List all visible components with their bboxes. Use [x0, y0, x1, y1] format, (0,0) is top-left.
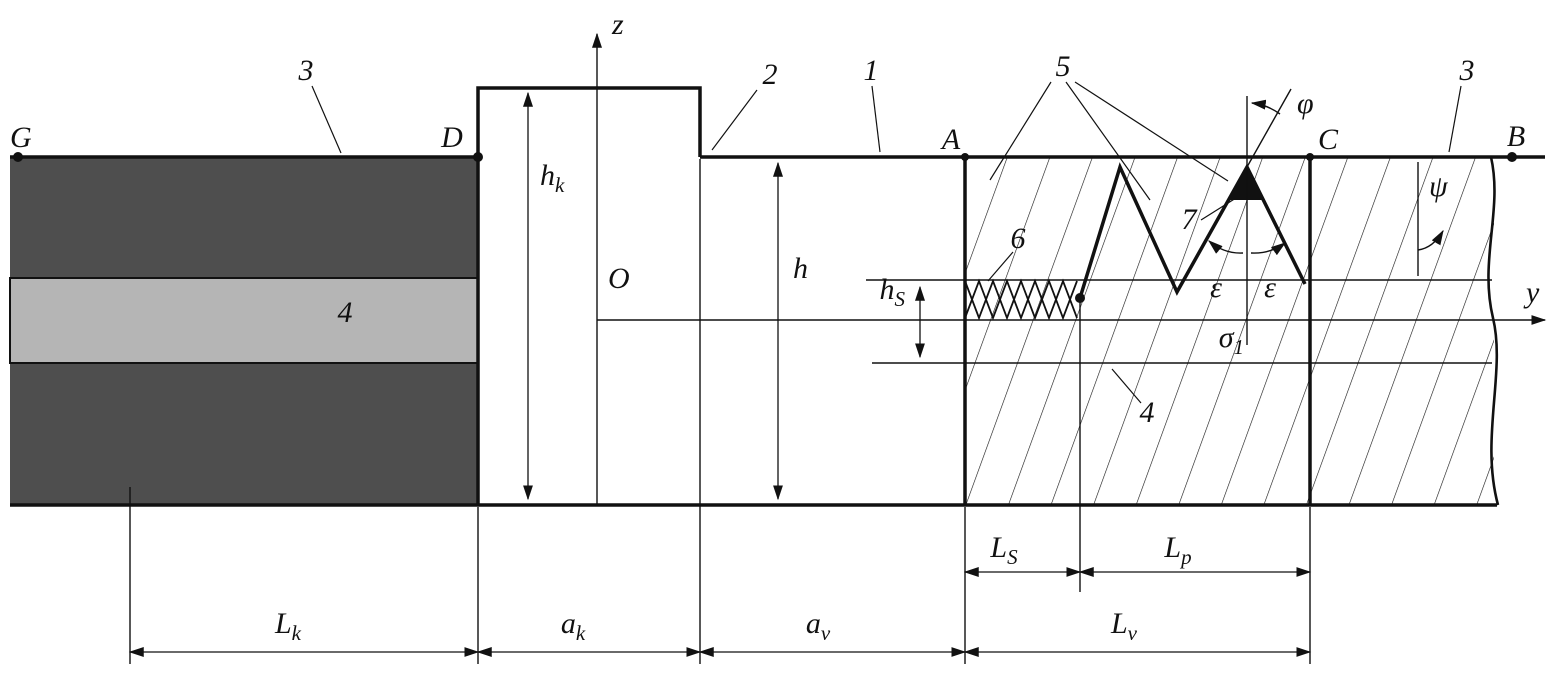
- point-B-dot: [1507, 152, 1517, 162]
- psi-angle-arc: [1417, 229, 1444, 251]
- origin-label: O: [608, 262, 630, 295]
- callout-3-right: 3: [1459, 54, 1475, 87]
- sigma1-label: σ1: [1219, 321, 1244, 359]
- dim-label-ak: ak: [561, 607, 586, 645]
- leader-5c: [1074, 81, 1229, 182]
- leader-1: [871, 85, 881, 153]
- epsilon-right-arrow: [1250, 242, 1287, 256]
- point-G-label: G: [10, 121, 32, 154]
- point-C-dot: [1306, 153, 1314, 161]
- leader-3-right: [1448, 85, 1462, 153]
- axes: z y O: [592, 8, 1547, 505]
- callout-6: 6: [1011, 222, 1026, 255]
- leader-3-left: [311, 85, 342, 154]
- slope-extension-line: [1246, 88, 1292, 168]
- dim-label-h: h: [793, 252, 808, 285]
- callout-4-right: 4: [1140, 396, 1155, 429]
- dim-label-hk: hk: [540, 159, 565, 197]
- hatched-region: [965, 157, 1494, 505]
- point-A-dot: [961, 153, 969, 161]
- phi-label: φ: [1297, 87, 1314, 120]
- dim-label-hs: hS: [880, 273, 906, 311]
- leader-6: [987, 251, 1014, 282]
- point-C-label: C: [1318, 123, 1339, 156]
- callout-5: 5: [1056, 50, 1071, 83]
- leader-7: [1200, 197, 1237, 221]
- dimensions: hk h hS LS Lp Lk ak av Lv: [128, 91, 1312, 664]
- point-D-label: D: [440, 121, 463, 154]
- callout-4-left: 4: [338, 296, 353, 329]
- named-points: G D A C B: [10, 120, 1525, 162]
- body-outline: [10, 86, 1545, 507]
- light-layer-band: [9, 277, 479, 364]
- dim-label-Ls: LS: [989, 531, 1018, 569]
- weld-elements: φ ψ ε ε σ1: [964, 87, 1449, 359]
- y-axis-label: y: [1523, 276, 1540, 309]
- dim-label-Lk: Lk: [274, 607, 302, 645]
- callout-7: 7: [1182, 203, 1199, 236]
- sawtooth-profile: [1078, 162, 1307, 299]
- layer-boundary-lines: [866, 279, 1492, 364]
- callout-1: 1: [864, 54, 879, 87]
- material-layers: [9, 157, 1494, 505]
- psi-label: ψ: [1429, 170, 1449, 203]
- z-axis-label: z: [611, 8, 624, 41]
- leader-5a: [989, 81, 1052, 181]
- step-outline: [476, 86, 702, 505]
- callout-2: 2: [763, 58, 778, 91]
- dim-label-Lv: Lv: [1110, 607, 1138, 645]
- point-G-dot: [13, 152, 23, 162]
- leader-5b: [1065, 81, 1151, 201]
- callout-3-left: 3: [298, 54, 314, 87]
- dim-label-av: av: [806, 607, 831, 645]
- break-wavy-line: [1487, 156, 1500, 506]
- dim-label-Lp: Lp: [1163, 531, 1191, 569]
- zigzag-seam-down: [964, 278, 1078, 321]
- epsilon-left-label: ε: [1210, 271, 1222, 304]
- epsilon-right-label: ε: [1264, 271, 1276, 304]
- point-A-label: A: [940, 123, 961, 156]
- phi-angle-arc: [1250, 99, 1281, 115]
- point-B-label: B: [1507, 120, 1525, 153]
- epsilon-left-arrow: [1208, 240, 1244, 254]
- point-D-dot: [473, 152, 483, 162]
- callouts: 3 2 1 5 7 6 4 4 3: [298, 50, 1475, 429]
- leader-4-right: [1111, 368, 1142, 404]
- zigzag-seam-up: [964, 278, 1078, 321]
- leader-2: [711, 89, 758, 151]
